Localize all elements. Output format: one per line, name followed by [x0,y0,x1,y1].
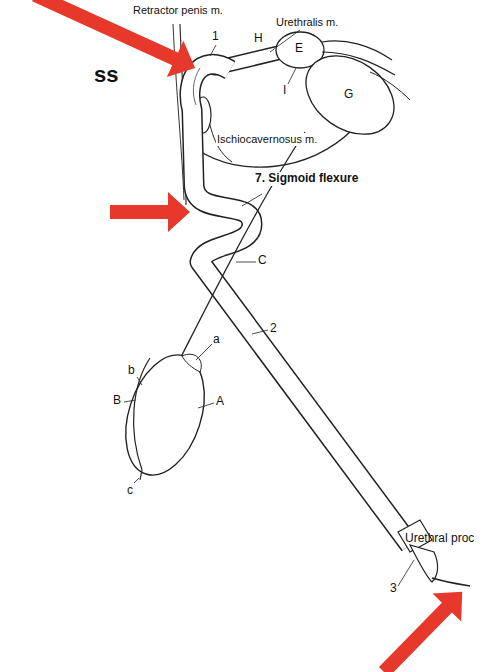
callout-letter: C [258,254,267,268]
epididymis-tail [140,470,142,480]
penis-body [190,64,410,545]
callout-number: 1 [212,30,219,44]
testis [112,345,219,485]
callout-letter: a [213,333,220,347]
part-name: Urethral proc [405,532,474,546]
cut-heading: ss [94,62,118,87]
callout-number: 3 [390,582,397,596]
part-name: Urethralis m. [276,16,338,29]
penis-body [190,64,410,545]
part-name: Retractor penis m. [133,4,223,17]
callout-letter: G [344,88,353,102]
callout-letter: c [127,484,133,498]
leader-lines [124,30,414,586]
callout-letter: b [128,364,135,378]
callout-letter: A [216,395,224,409]
part-name: Ischiocavernosus m. [216,133,318,146]
epididymis-head [182,354,201,372]
callout-number: 2 [270,322,277,336]
duct [370,72,410,100]
urethral-process [432,578,470,586]
callout-letter: E [295,42,303,56]
glans [410,545,438,582]
spermatic-cord [182,132,305,355]
part-name: 7. Sigmoid flexure [254,172,359,186]
muscle-outline [198,130,352,167]
epididymis [134,358,150,470]
pointer-arrows [27,0,477,672]
shading [193,68,200,105]
duct [322,52,395,75]
callout-letter: I [283,84,286,98]
callout-letter: H [254,32,263,46]
callout-letter: B [113,394,121,408]
